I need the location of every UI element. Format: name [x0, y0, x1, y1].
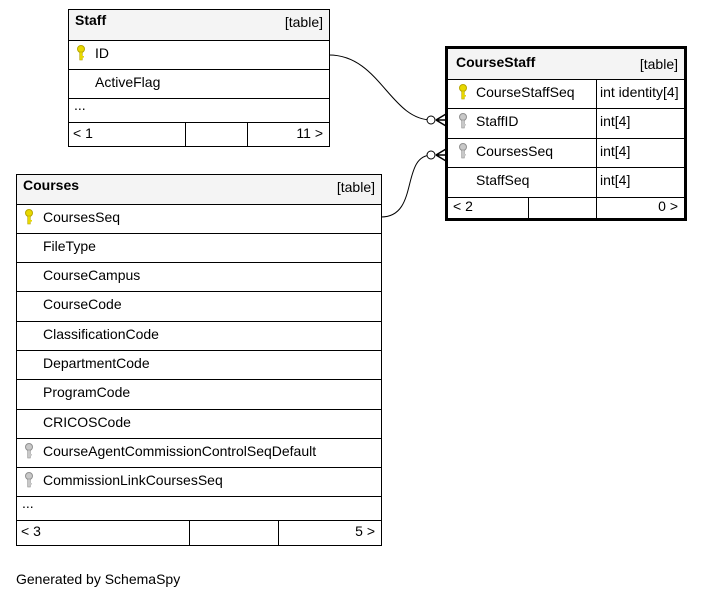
footer-divider — [528, 198, 529, 218]
table-row: FileType — [17, 233, 381, 263]
foreign-key-icon — [24, 443, 34, 462]
column-divider — [596, 167, 597, 198]
table-row: ClassificationCode — [17, 321, 381, 351]
column-name: DepartmentCode — [43, 355, 150, 371]
column-name: StaffID — [476, 113, 519, 129]
primary-key-icon — [458, 84, 468, 103]
table-row: CommissionLinkCoursesSeq — [17, 467, 381, 497]
table-name: CourseStaff — [456, 54, 536, 70]
column-type: int[4] — [600, 113, 631, 129]
table-row: CourseStaffSeq int identity[4] — [448, 79, 684, 109]
footer-divider — [278, 521, 279, 545]
more-columns-indicator: ... — [74, 97, 86, 113]
column-name: CRICOSCode — [43, 414, 131, 430]
table-more-row: ... — [17, 495, 381, 521]
table-row: ID — [69, 40, 329, 70]
table-footer: < 1 11 > — [69, 123, 329, 146]
table-row: CourseCampus — [17, 262, 381, 292]
child-count: 0 > — [658, 198, 678, 214]
table-courses[interactable]: Courses [table] CoursesSeq FileType Cour… — [16, 174, 382, 546]
table-header: Courses [table] — [17, 175, 381, 205]
primary-key-icon — [24, 209, 34, 228]
generated-by-label: Generated by SchemaSpy — [16, 571, 181, 587]
footer-divider — [185, 123, 186, 146]
column-name: CoursesSeq — [476, 143, 554, 159]
more-columns-indicator: ... — [22, 495, 34, 511]
column-name: ActiveFlag — [95, 74, 161, 90]
table-row: CourseCode — [17, 291, 381, 322]
table-row: StaffID int[4] — [448, 108, 684, 139]
table-kind: [table] — [639, 56, 678, 72]
relationship-optional-marker — [426, 115, 436, 125]
footer-divider — [596, 198, 597, 218]
table-name: Courses — [23, 177, 80, 193]
table-footer: < 3 5 > — [17, 521, 381, 545]
table-header: CourseStaff [table] — [448, 49, 684, 80]
table-footer: < 2 0 > — [448, 198, 684, 218]
relationship-courses-coursestaff — [380, 154, 433, 218]
table-more-row: ... — [69, 97, 329, 123]
column-name: CourseCode — [43, 296, 122, 312]
column-divider — [596, 138, 597, 168]
column-divider — [596, 79, 597, 109]
table-row: CoursesSeq — [17, 204, 381, 234]
footer-divider — [247, 123, 248, 146]
table-kind: [table] — [336, 179, 375, 195]
table-staff[interactable]: Staff [table] ID ActiveFlag ... < 1 11 > — [68, 9, 330, 147]
parent-count: < 1 — [73, 125, 93, 141]
table-coursestaff[interactable]: CourseStaff [table] CourseStaffSeq int i… — [445, 46, 687, 221]
column-name: FileType — [43, 238, 96, 254]
footer-divider — [189, 521, 190, 545]
table-row: CoursesSeq int[4] — [448, 138, 684, 168]
column-name: ID — [95, 45, 109, 61]
column-name: CoursesSeq — [43, 209, 121, 225]
column-type: int[4] — [600, 172, 631, 188]
table-row: CRICOSCode — [17, 409, 381, 439]
column-divider — [596, 108, 597, 139]
table-row: ProgramCode — [17, 379, 381, 410]
child-count: 5 > — [355, 523, 375, 539]
column-name: CourseAgentCommissionControlSeqDefault — [43, 443, 317, 459]
column-name: StaffSeq — [476, 172, 530, 188]
relationship-staff-coursestaff — [328, 54, 433, 121]
table-name: Staff — [75, 12, 107, 28]
relationship-crowfoot-marker — [435, 113, 447, 127]
table-row: DepartmentCode — [17, 350, 381, 380]
column-name: CourseStaffSeq — [476, 84, 575, 100]
table-row: StaffSeq int[4] — [448, 167, 684, 198]
column-name: CourseCampus — [43, 267, 141, 283]
table-header: Staff [table] — [69, 10, 329, 41]
column-type: int identity[4] — [600, 84, 679, 100]
primary-key-icon — [76, 45, 86, 64]
relationship-crowfoot-marker — [435, 148, 447, 162]
column-name: CommissionLinkCoursesSeq — [43, 472, 223, 488]
parent-count: < 2 — [453, 198, 473, 214]
table-kind: [table] — [284, 14, 323, 30]
relationship-optional-marker — [426, 150, 436, 160]
foreign-key-icon — [24, 472, 34, 491]
column-name: ProgramCode — [43, 384, 131, 400]
table-row: ActiveFlag — [69, 69, 329, 99]
foreign-key-icon — [458, 113, 468, 132]
child-count: 11 > — [296, 125, 323, 141]
column-type: int[4] — [600, 143, 631, 159]
column-name: ClassificationCode — [43, 326, 159, 342]
table-row: CourseAgentCommissionControlSeqDefault — [17, 438, 381, 468]
foreign-key-icon — [458, 143, 468, 162]
parent-count: < 3 — [21, 523, 41, 539]
